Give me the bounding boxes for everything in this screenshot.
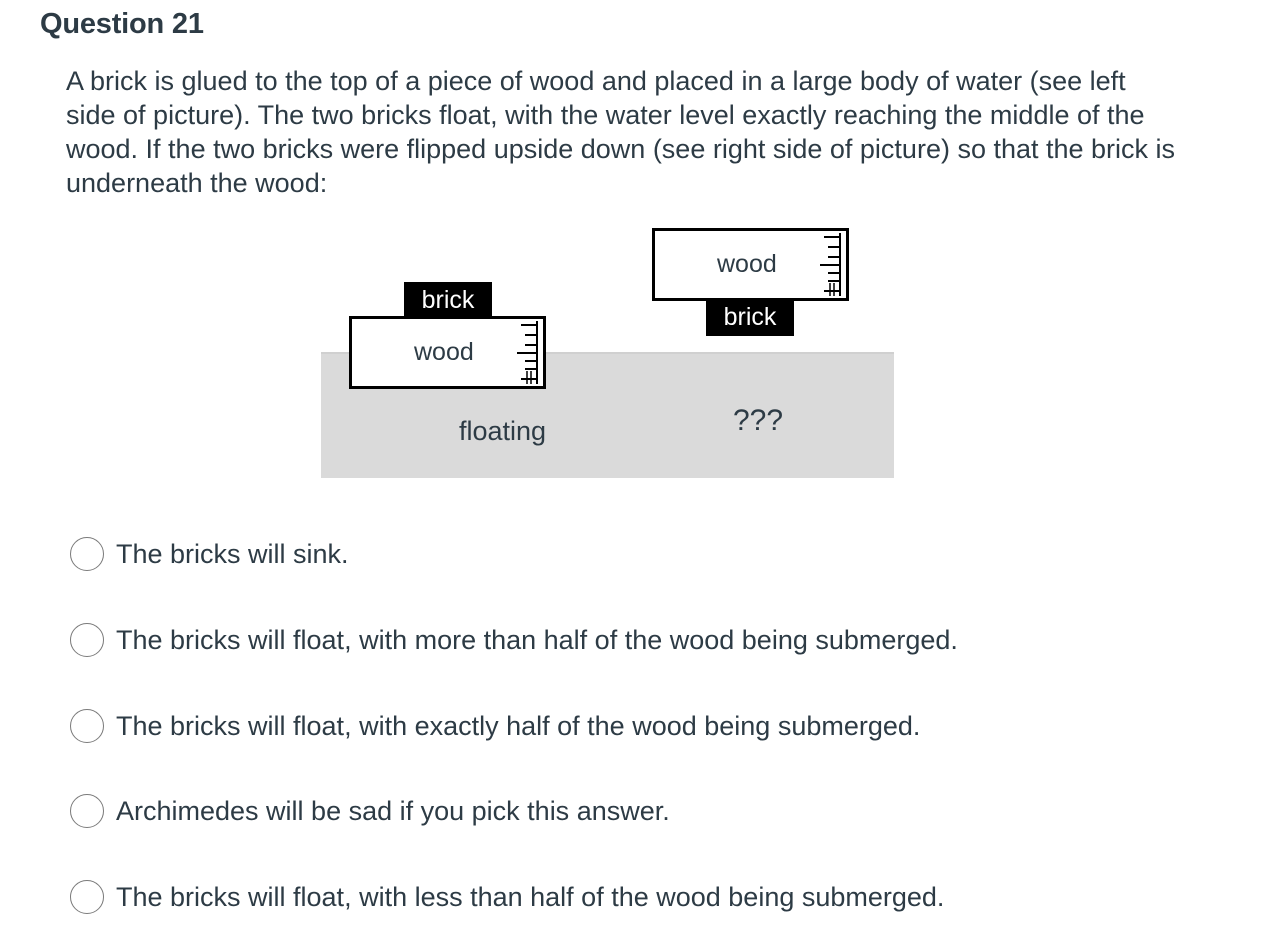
answer-option-1[interactable]: The bricks will sink. [70,537,349,571]
answer-label: The bricks will sink. [116,538,349,569]
answer-label: The bricks will float, with more than ha… [116,624,958,655]
water-region [321,352,894,478]
left-wood-label: wood [414,338,474,366]
answer-label: The bricks will float, with less than ha… [116,881,945,912]
answer-option-3[interactable]: The bricks will float, with exactly half… [70,709,920,743]
answer-label: Archimedes will be sad if you pick this … [116,795,670,826]
right-wood-label: wood [717,250,777,278]
answer-label: The bricks will float, with exactly half… [116,710,921,741]
left-brick: brick [404,282,492,318]
left-brick-label: brick [421,285,475,314]
left-ruler-icon [517,321,538,384]
radio-button[interactable] [70,623,104,657]
radio-button[interactable] [70,794,104,828]
answer-option-5[interactable]: The bricks will float, with less than ha… [70,880,944,914]
right-wood: wood [652,228,849,301]
left-wood: wood [349,316,546,389]
question-title: Question 21 [40,8,204,40]
answer-option-2[interactable]: The bricks will float, with more than ha… [70,623,958,657]
radio-button[interactable] [70,537,104,571]
right-brick: brick [706,299,794,336]
right-brick-label: brick [723,303,777,331]
right-ruler-icon [820,233,841,296]
question-text: A brick is glued to the top of a piece o… [66,66,1176,198]
right-caption: ??? [733,404,784,437]
radio-button[interactable] [70,709,104,743]
answer-option-4[interactable]: Archimedes will be sad if you pick this … [70,794,670,828]
left-caption: floating [459,416,547,446]
radio-button[interactable] [70,880,104,914]
